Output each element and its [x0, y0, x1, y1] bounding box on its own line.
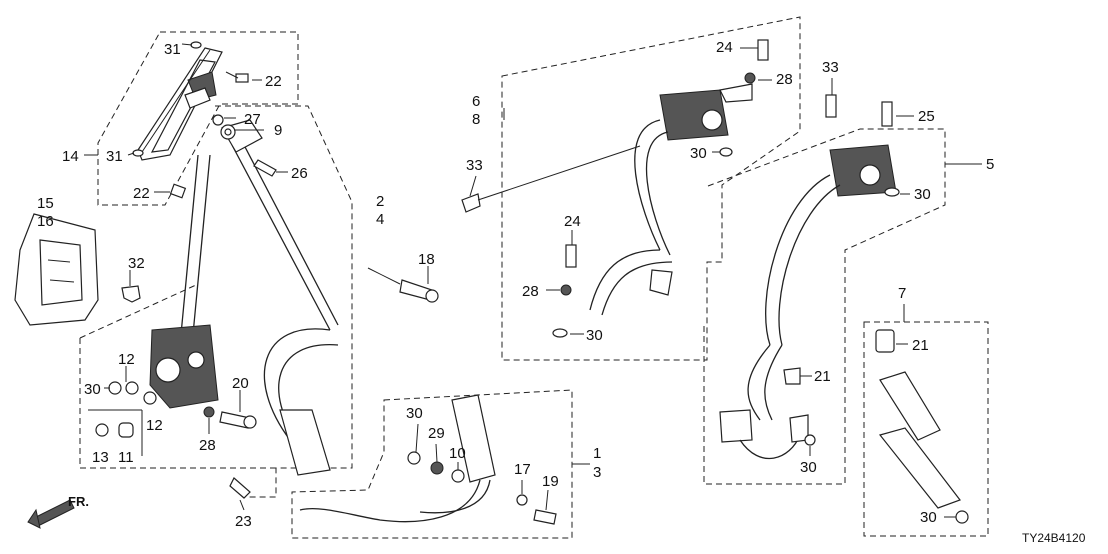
- callout-33: 33: [466, 157, 483, 174]
- callout-17: 17: [514, 461, 531, 478]
- washer-27: [212, 114, 224, 126]
- callout-16: 16: [37, 213, 54, 230]
- callout-8: 8: [472, 111, 480, 128]
- bolt-21-5: [783, 367, 801, 385]
- callout-28: 28: [199, 437, 216, 454]
- callout-23: 23: [235, 513, 252, 530]
- callout-4: 4: [376, 211, 384, 228]
- group-boundary-1-3: [291, 389, 573, 539]
- callout-5: 5: [986, 156, 994, 173]
- callout-22: 22: [133, 185, 150, 202]
- callout-2: 2: [376, 193, 384, 210]
- group-boundary-2-4: [79, 105, 353, 498]
- callout-13: 13: [92, 449, 109, 466]
- callout-3: 3: [593, 464, 601, 481]
- callout-30: 30: [920, 509, 937, 526]
- washer-28-left: [203, 406, 215, 418]
- washer-30-mid: [552, 328, 568, 338]
- callout-30: 30: [586, 327, 603, 344]
- front-direction-icon: [27, 499, 75, 529]
- rear-belt-6-8: [589, 83, 753, 316]
- callout-25: 25: [918, 108, 935, 125]
- callout-31: 31: [106, 148, 123, 165]
- callout-29: 29: [428, 425, 445, 442]
- bolt-33-5: [825, 94, 837, 118]
- group-boundary-14: [97, 31, 299, 206]
- callout-22: 22: [265, 73, 282, 90]
- bolt-22-lower: [169, 183, 187, 199]
- washers-12-30-left: [108, 381, 157, 405]
- callout-26: 26: [291, 165, 308, 182]
- bolt-26: [253, 159, 277, 177]
- callout-19: 19: [542, 473, 559, 490]
- group-boundary-7: [863, 321, 989, 537]
- pillar-adjuster-14: [137, 47, 223, 161]
- bolt-18: [399, 279, 439, 303]
- trim-cover-15-16: [14, 213, 99, 326]
- callout-28: 28: [776, 71, 793, 88]
- callout-30: 30: [914, 186, 931, 203]
- rear-belt-5: [719, 144, 897, 460]
- bolt-24-mid: [565, 244, 577, 268]
- callout-30: 30: [406, 405, 423, 422]
- callout-21: 21: [912, 337, 929, 354]
- bolt-20: [219, 411, 257, 429]
- callout-28: 28: [522, 283, 539, 300]
- callout-11: 11: [118, 449, 134, 466]
- group-boundary-6-8: [501, 16, 801, 361]
- group-boundary-5: [703, 128, 946, 485]
- leader-lines: [84, 43, 429, 511]
- washers-30-29-10: [407, 451, 465, 483]
- callout-12: 12: [118, 351, 135, 368]
- callout-15: 15: [37, 195, 54, 212]
- callout-32: 32: [128, 255, 145, 272]
- washer-30-5: [884, 187, 900, 197]
- diagram-code: TY24B4120: [1022, 531, 1086, 545]
- front-belt-2-4: [149, 119, 339, 476]
- callout-6: 6: [472, 93, 480, 110]
- callout-31: 31: [164, 41, 181, 58]
- buckle-set-7: [875, 329, 969, 524]
- callout-27: 27: [244, 111, 261, 128]
- buckle-1-3: [299, 394, 496, 523]
- callout-21: 21: [814, 368, 831, 385]
- callout-7: 7: [898, 285, 906, 302]
- washer-30-5-low: [804, 434, 816, 446]
- callout-leaders-right: [415, 47, 982, 518]
- callout-30: 30: [690, 145, 707, 162]
- washers-13-11: [95, 422, 134, 438]
- callout-14: 14: [62, 148, 79, 165]
- bolt-22-upper: [225, 71, 249, 83]
- callout-20: 20: [232, 375, 249, 392]
- clip-32: [121, 285, 141, 303]
- callout-24: 24: [716, 39, 733, 56]
- callout-10: 10: [449, 445, 466, 462]
- washer-28-top: [744, 72, 756, 84]
- bolt-19: [533, 509, 557, 525]
- callout-9: 9: [274, 122, 282, 139]
- leader-33-6: [477, 145, 641, 201]
- clip-31-lower: [132, 149, 144, 157]
- callout-1: 1: [593, 445, 601, 462]
- washer-28-mid: [560, 284, 572, 296]
- callout-30: 30: [84, 381, 101, 398]
- callout-30: 30: [800, 459, 817, 476]
- washer-17: [516, 494, 528, 506]
- front-direction-label: FR.: [68, 494, 89, 509]
- callout-24: 24: [564, 213, 581, 230]
- bolt-23: [229, 477, 251, 499]
- bolt-24-top: [757, 39, 769, 61]
- callout-33: 33: [822, 59, 839, 76]
- clip-31-upper: [190, 41, 202, 49]
- bolt-25: [881, 101, 893, 127]
- callout-12: 12: [146, 417, 163, 434]
- callout-18: 18: [418, 251, 435, 268]
- washer-9: [220, 124, 236, 140]
- callout-labels: 31 22 14 31 22 15 16 32 27 9 26 2 4 18 1…: [37, 39, 994, 530]
- washer-30-6: [719, 147, 733, 157]
- bolt-33-6: [461, 193, 481, 213]
